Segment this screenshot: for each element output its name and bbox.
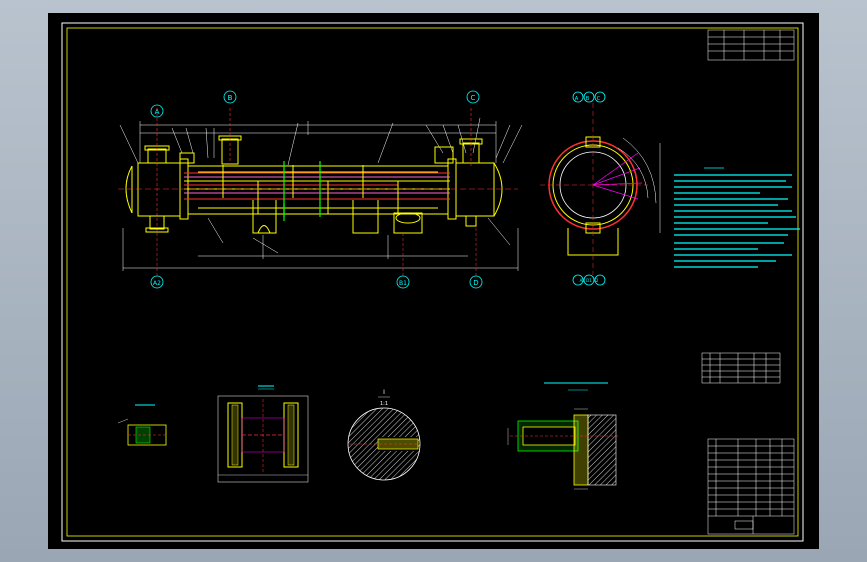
side-end-view[interactable]: A B C A1 D1 B2 [540, 91, 661, 286]
shell-body [125, 158, 503, 220]
view-marker-d: D [469, 228, 483, 289]
view-marker-d-text: D [473, 279, 478, 287]
view-marker-a-text: A [155, 108, 160, 116]
top-nozzle-centers [156, 108, 472, 233]
view-marker-b1: B1 [396, 233, 410, 289]
technical-requirements [674, 167, 800, 268]
side-marker-bottom-text: A1 D1 B2 [580, 278, 599, 283]
view-marker-a2-text: A2 [153, 280, 161, 287]
view-marker-c: C [466, 90, 480, 104]
sheet-background [48, 13, 819, 549]
view-marker-a2: A2 [150, 233, 164, 289]
view-marker-a: A [150, 104, 164, 118]
view-marker-c-text: C [471, 94, 476, 102]
bottom-dimension-lines [122, 217, 519, 271]
detail-tube-joint [507, 382, 618, 490]
side-marker-top: A B C [572, 91, 606, 103]
revision-table [707, 29, 795, 61]
parts-list-title-block [707, 438, 795, 535]
bottom-nozzle [145, 215, 477, 233]
main-elevation-view[interactable]: A B C A2 B1 D [118, 90, 523, 289]
view-marker-b1-text: B1 [399, 280, 407, 287]
detail-scale: 1:1 [380, 401, 388, 407]
side-dimension-arcs [617, 137, 661, 233]
side-nozzle-rays [592, 152, 643, 200]
nozzle-table [701, 352, 781, 384]
part-leaders-top [119, 117, 523, 166]
saddle-supports [252, 200, 423, 234]
outer-border [61, 22, 804, 542]
side-marker-top-text: A B C [575, 96, 604, 102]
detail-circular-section: I 1:1 [347, 389, 421, 481]
detail-label: I [383, 389, 385, 396]
baffles [222, 165, 399, 214]
detail-tube-sheet [217, 385, 309, 483]
side-marker-bottom: A1 D1 B2 [572, 274, 606, 286]
drawing-sheet[interactable]: A B C A2 B1 D [48, 13, 819, 549]
inner-frame [66, 27, 799, 537]
top-dimension-lines [139, 121, 497, 163]
view-marker-b-text: B [228, 94, 233, 102]
view-marker-b: B [223, 90, 237, 104]
detail-flange-small [117, 404, 167, 446]
